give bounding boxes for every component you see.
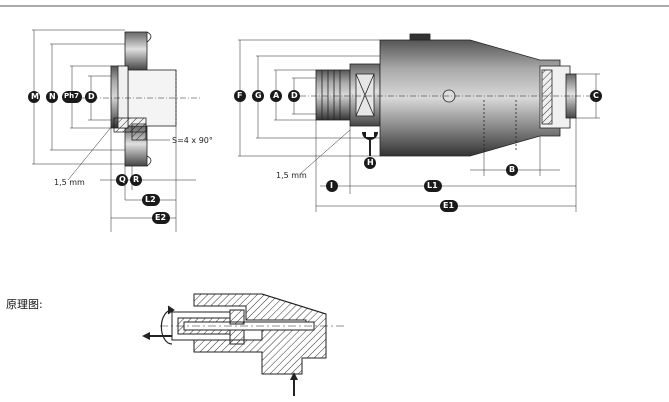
badge-G-text: G [255, 91, 262, 100]
badge-E2-text: E2 [155, 213, 167, 222]
badge-D-text: D [88, 92, 95, 101]
badge-D [85, 91, 97, 103]
badge-F-text: F [237, 91, 243, 100]
badge-R [130, 174, 142, 186]
badge-E1-text: E1 [443, 201, 455, 210]
right-dist-label: 1,5 mm [276, 171, 307, 180]
schematic-title: 原理图: [6, 298, 43, 311]
badge-M-text: M [31, 92, 39, 101]
badge-Ph7-text: Ph7 [64, 92, 79, 100]
badge-L2-text: L2 [145, 195, 156, 204]
left-dist-label: 1,5 mm [54, 178, 85, 187]
left-badges [28, 91, 170, 224]
badge-Q-text: Q [119, 175, 126, 184]
badge-H [364, 157, 376, 169]
badge-G [252, 90, 264, 102]
badge-N-text: N [49, 92, 56, 101]
badge-E2 [152, 212, 170, 224]
badge-I [326, 180, 338, 192]
chamfer-label: S=4 x 90° [172, 136, 213, 145]
badge-M [28, 91, 40, 103]
badge-Q [116, 174, 128, 186]
badge-B [506, 164, 518, 176]
left-view [32, 29, 200, 232]
badge-L1-text: L1 [427, 181, 438, 190]
badge-N [46, 91, 58, 103]
badge-C [590, 90, 602, 102]
badge-C-text: C [593, 91, 599, 100]
badge-Ph7 [62, 91, 82, 103]
badge-A-text: A [273, 91, 280, 100]
badge-D2-text: D [291, 91, 298, 100]
badge-A [270, 90, 282, 102]
badge-D2 [288, 90, 300, 102]
schematic [142, 293, 346, 396]
badge-L2 [142, 194, 160, 206]
badge-B-text: B [509, 165, 516, 174]
right-badges [234, 90, 602, 212]
badge-R-text: R [133, 175, 140, 184]
badge-I-text: I [330, 181, 333, 190]
right-view [238, 33, 600, 212]
badge-L1 [424, 180, 442, 192]
wrench-icon [362, 132, 378, 140]
badge-F [234, 90, 246, 102]
badge-H-text: H [367, 158, 374, 167]
badge-E1 [440, 200, 458, 212]
